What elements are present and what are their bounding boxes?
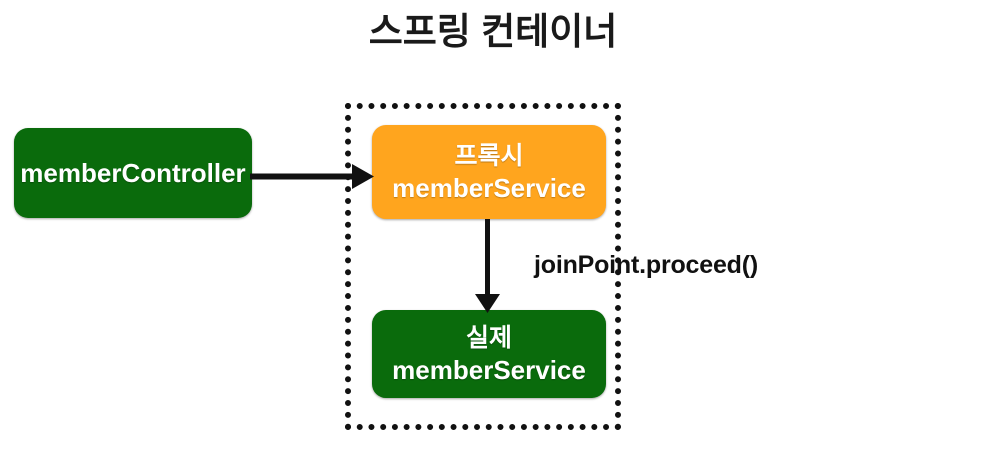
node-real-member-service-label: memberService bbox=[392, 354, 586, 385]
node-real-member-service[interactable]: 실제 memberService bbox=[372, 310, 606, 398]
node-real-member-service-label-ko: 실제 bbox=[465, 323, 512, 352]
node-proxy-member-service-label: memberService bbox=[392, 172, 586, 203]
node-member-controller-label: memberController bbox=[20, 157, 246, 188]
page-title: 스프링 컨테이너 bbox=[368, 11, 618, 52]
joinpoint-proceed-label: joinPoint.proceed() bbox=[534, 251, 758, 279]
node-proxy-member-service[interactable]: 프록시 memberService bbox=[372, 125, 606, 219]
node-member-controller[interactable]: memberController bbox=[14, 128, 252, 218]
node-proxy-member-service-label-ko: 프록시 bbox=[454, 141, 524, 170]
spring-container-boundary bbox=[345, 103, 621, 430]
